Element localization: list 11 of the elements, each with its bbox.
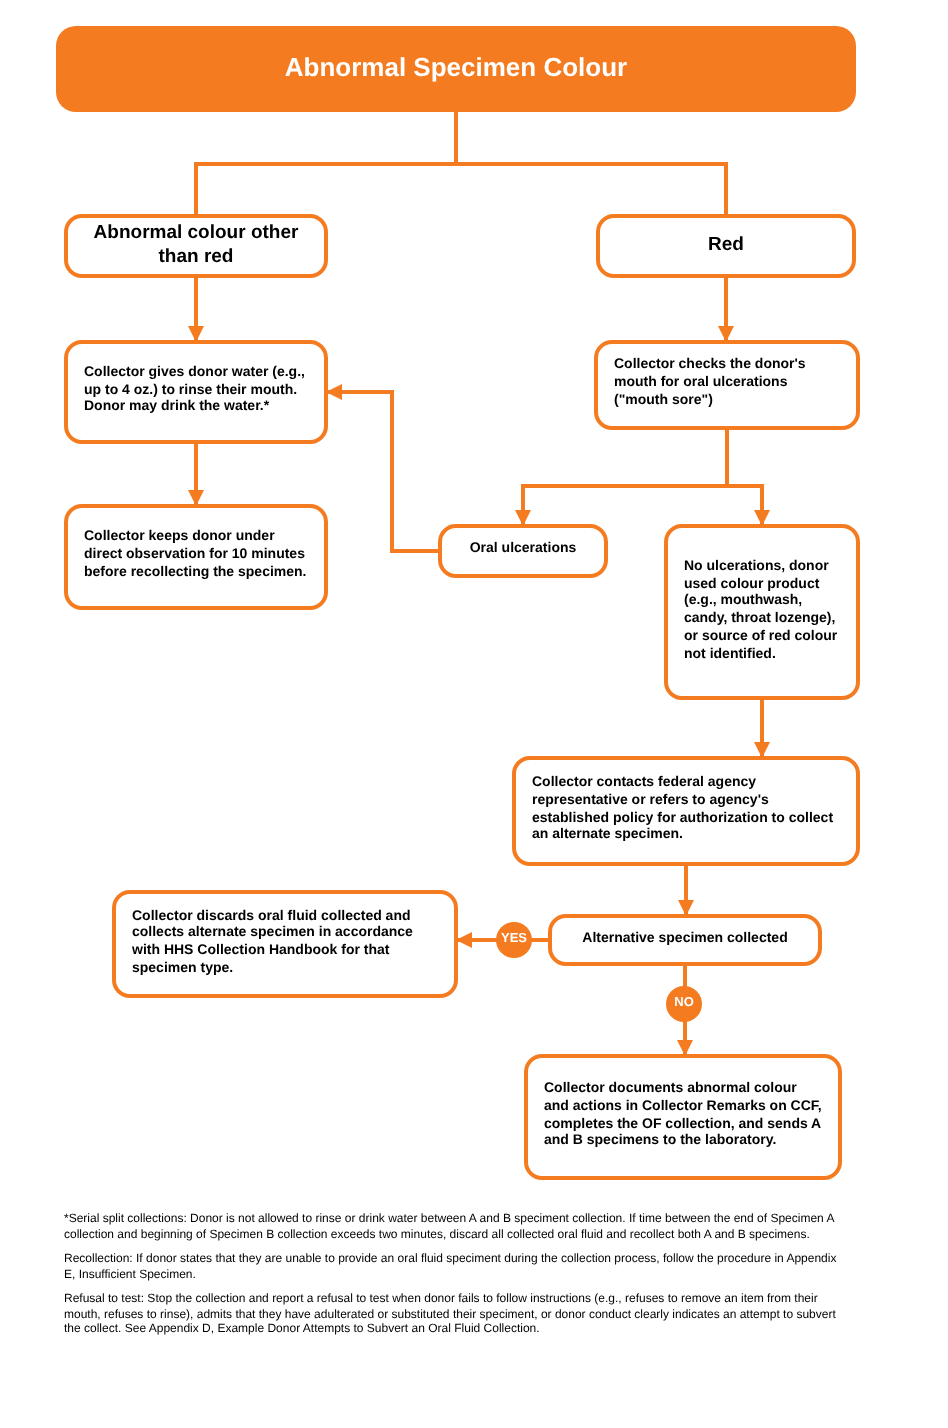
- decision-box: Abnormal colour other than red: [64, 214, 328, 278]
- decision-box: Red: [596, 214, 856, 278]
- title-banner: Abnormal Specimen Colour: [56, 26, 856, 112]
- arrow: [188, 278, 204, 342]
- arrow: [188, 444, 204, 506]
- arrow: [326, 384, 438, 553]
- arrow: [718, 278, 734, 342]
- arrow: [725, 430, 770, 526]
- arrow: [678, 866, 694, 916]
- arrow: [677, 966, 693, 1056]
- arrow: [754, 700, 770, 758]
